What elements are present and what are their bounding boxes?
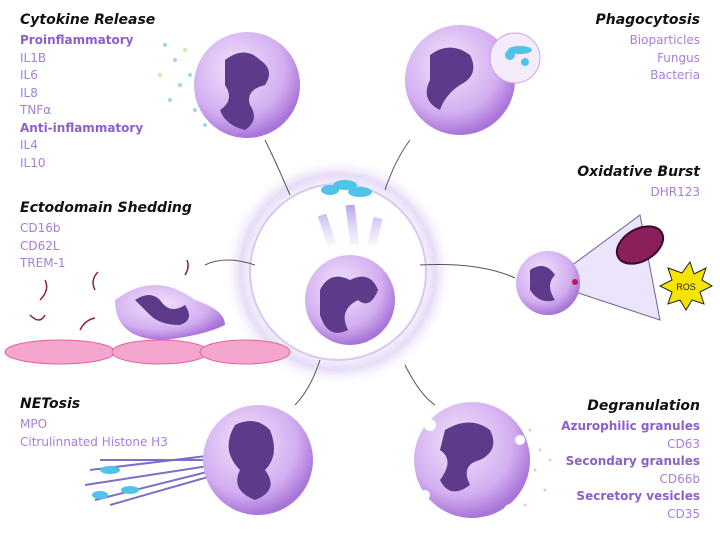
activation-arrows [317, 204, 383, 247]
degranulation-cell [414, 402, 552, 518]
marker-il6: IL6 [20, 68, 38, 82]
cytokine-particles [158, 43, 207, 127]
marker-cd62l: CD62L [20, 238, 60, 253]
marker-cd66b: CD66b [659, 471, 700, 486]
marker-il10: IL10 [20, 155, 46, 170]
ectodomain-shedding-cell [4, 259, 291, 365]
label-secondary-granules: Secondary granules [565, 454, 700, 468]
label-anti-inflammatory: Anti-inflammatory [20, 120, 144, 135]
marker-mpo: MPO [20, 417, 48, 431]
netosis-title: NETosis [20, 396, 81, 412]
nucleus [228, 421, 274, 500]
ros-burst-icon [658, 260, 714, 311]
phagocytosis-panel: Phagocytosis Bioparticles Fungus Bacteri… [595, 10, 700, 85]
nucleus [440, 422, 494, 492]
net-fibres [84, 454, 216, 506]
nucleus [135, 295, 189, 325]
marker-trem1: TREM-1 [20, 256, 66, 270]
bacteria-icon [321, 180, 372, 197]
oxidative-burst-title: Oxidative Burst [577, 164, 700, 180]
label-secretory-vesicles: Secretory vesicles [576, 489, 700, 503]
marker-dhr123: DHR123 [650, 185, 700, 199]
bacteria-icon [92, 466, 139, 499]
phagocytosis-cell [405, 25, 541, 135]
resting-neutrophil [305, 180, 395, 345]
degranulation-panel: Degranulation Azurophilic granules CD63 … [561, 396, 700, 523]
mitochondrion-icon [615, 225, 665, 265]
target-bioparticles: Bioparticles [629, 33, 700, 47]
marker-tnfa: TNFα [20, 103, 52, 117]
phagocytosis-title: Phagocytosis [595, 12, 700, 28]
marker-il4: IL4 [20, 138, 38, 152]
nucleus [530, 266, 555, 302]
label-proinflammatory: Proinflammatory [20, 33, 134, 47]
marker-cd35: CD35 [667, 506, 700, 521]
cytokine-release-cell [158, 32, 300, 138]
bacteria-icon [505, 46, 532, 66]
target-fungus: Fungus [657, 50, 700, 65]
connector-arrows [204, 139, 516, 406]
netosis-cell [84, 405, 313, 515]
nucleus [220, 52, 269, 130]
degranulation-title: Degranulation [587, 398, 700, 414]
nucleus [426, 47, 474, 110]
phagosome [489, 32, 541, 84]
cytokine-release-panel: Cytokine Release Proinflammatory IL1B IL… [20, 10, 155, 172]
ros-label: ROS [676, 282, 696, 292]
marker-il8: IL8 [20, 85, 38, 100]
oxidative-burst-cell: ROS [516, 214, 714, 321]
oxidative-burst-panel: Oxidative Burst DHR123 [577, 162, 700, 202]
marker-il1b: IL1B [20, 50, 47, 65]
ectodomain-shedding-title: Ectodomain Shedding [20, 200, 192, 216]
mitochondrion-marker [572, 279, 578, 285]
marker-cd63: CD63 [667, 436, 700, 451]
ectodomain-shedding-panel: Ectodomain Shedding CD16b CD62L TREM-1 [20, 198, 192, 273]
marker-citrullinated-histone-h3: Citrulinnated Histone H3 [20, 434, 168, 449]
label-azurophilic-granules: Azurophilic granules [561, 419, 700, 433]
marker-cd16b: CD16b [20, 221, 61, 235]
shed-receptors [29, 259, 189, 331]
granule-openings [420, 419, 525, 516]
endothelial-cells [4, 339, 291, 365]
netosis-panel: NETosis MPO Citrulinnated Histone H3 [20, 394, 168, 451]
nucleus [320, 276, 378, 333]
cytokine-release-title: Cytokine Release [20, 12, 156, 28]
target-bacteria: Bacteria [650, 68, 700, 82]
released-granules [523, 428, 552, 507]
